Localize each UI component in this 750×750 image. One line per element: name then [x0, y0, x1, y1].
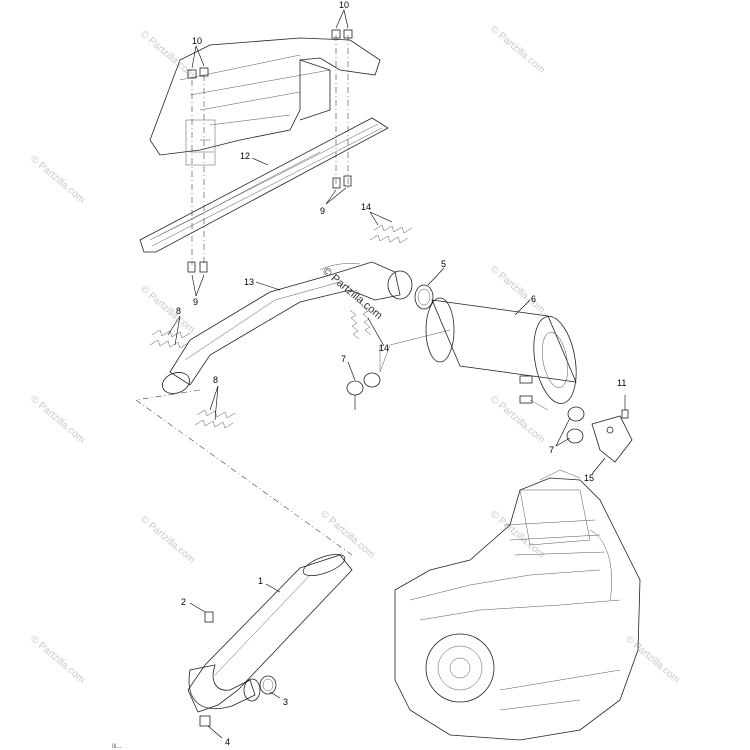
bracket [591, 395, 633, 463]
grommets [346, 372, 585, 444]
watermark: © Partzilla.com [318, 509, 377, 561]
callout-13: 13 [244, 277, 254, 287]
watermark: © Partzilla.com [28, 154, 87, 206]
watermark: © Partzilla.com [138, 284, 197, 336]
callout-1: 1 [258, 576, 263, 586]
callout-3: 3 [283, 697, 288, 707]
exhaust-pipe-rear [187, 553, 353, 713]
muffler [379, 297, 577, 411]
callout-10: 10 [192, 36, 202, 46]
watermark: © Partzilla.com [28, 634, 87, 686]
spring-groups [149, 224, 413, 429]
callout-7: 7 [549, 445, 554, 455]
callout-11: 11 [617, 378, 626, 388]
watermark: © Partzilla.com [28, 394, 87, 446]
callout-9: 9 [320, 206, 325, 216]
watermark-layer: © Partzilla.com © Partzilla.com © Partzi… [28, 24, 682, 686]
watermark-center: © Partzilla.com [320, 265, 384, 322]
frame-assembly [149, 37, 381, 166]
callout-12: 12 [240, 151, 250, 161]
watermark: © Partzilla.com [138, 514, 197, 566]
reference-code: Ili... [112, 744, 122, 750]
callout-8: 8 [176, 306, 181, 316]
gasket [414, 284, 434, 310]
watermark: © Partzilla.com [623, 634, 682, 686]
exhaust-pipe-front [162, 261, 413, 394]
callout-8: 8 [213, 375, 218, 385]
callout-15: 15 [584, 473, 594, 483]
watermark: © Partzilla.com [488, 509, 547, 561]
engine [394, 469, 641, 741]
small-hardware [199, 611, 277, 727]
leader-lines [167, 9, 606, 739]
callout-5: 5 [441, 259, 446, 269]
callout-10: 10 [339, 0, 349, 10]
callout-14: 14 [361, 202, 371, 212]
callout-7: 7 [341, 354, 346, 364]
callout-4: 4 [225, 737, 230, 747]
watermark: © Partzilla.com [488, 264, 547, 316]
callout-6: 6 [531, 294, 536, 304]
screw-set [187, 29, 353, 273]
connection-lines [135, 389, 353, 556]
callout-14: 14 [379, 343, 389, 353]
callout-9: 9 [193, 297, 198, 307]
watermark: © Partzilla.com [488, 394, 547, 446]
callout-2: 2 [181, 597, 186, 607]
heat-shield [139, 117, 389, 253]
callout-labels: 10 10 12 9 14 9 13 5 6 8 14 7 11 8 7 15 … [176, 0, 626, 747]
watermark: © Partzilla.com [488, 24, 547, 76]
